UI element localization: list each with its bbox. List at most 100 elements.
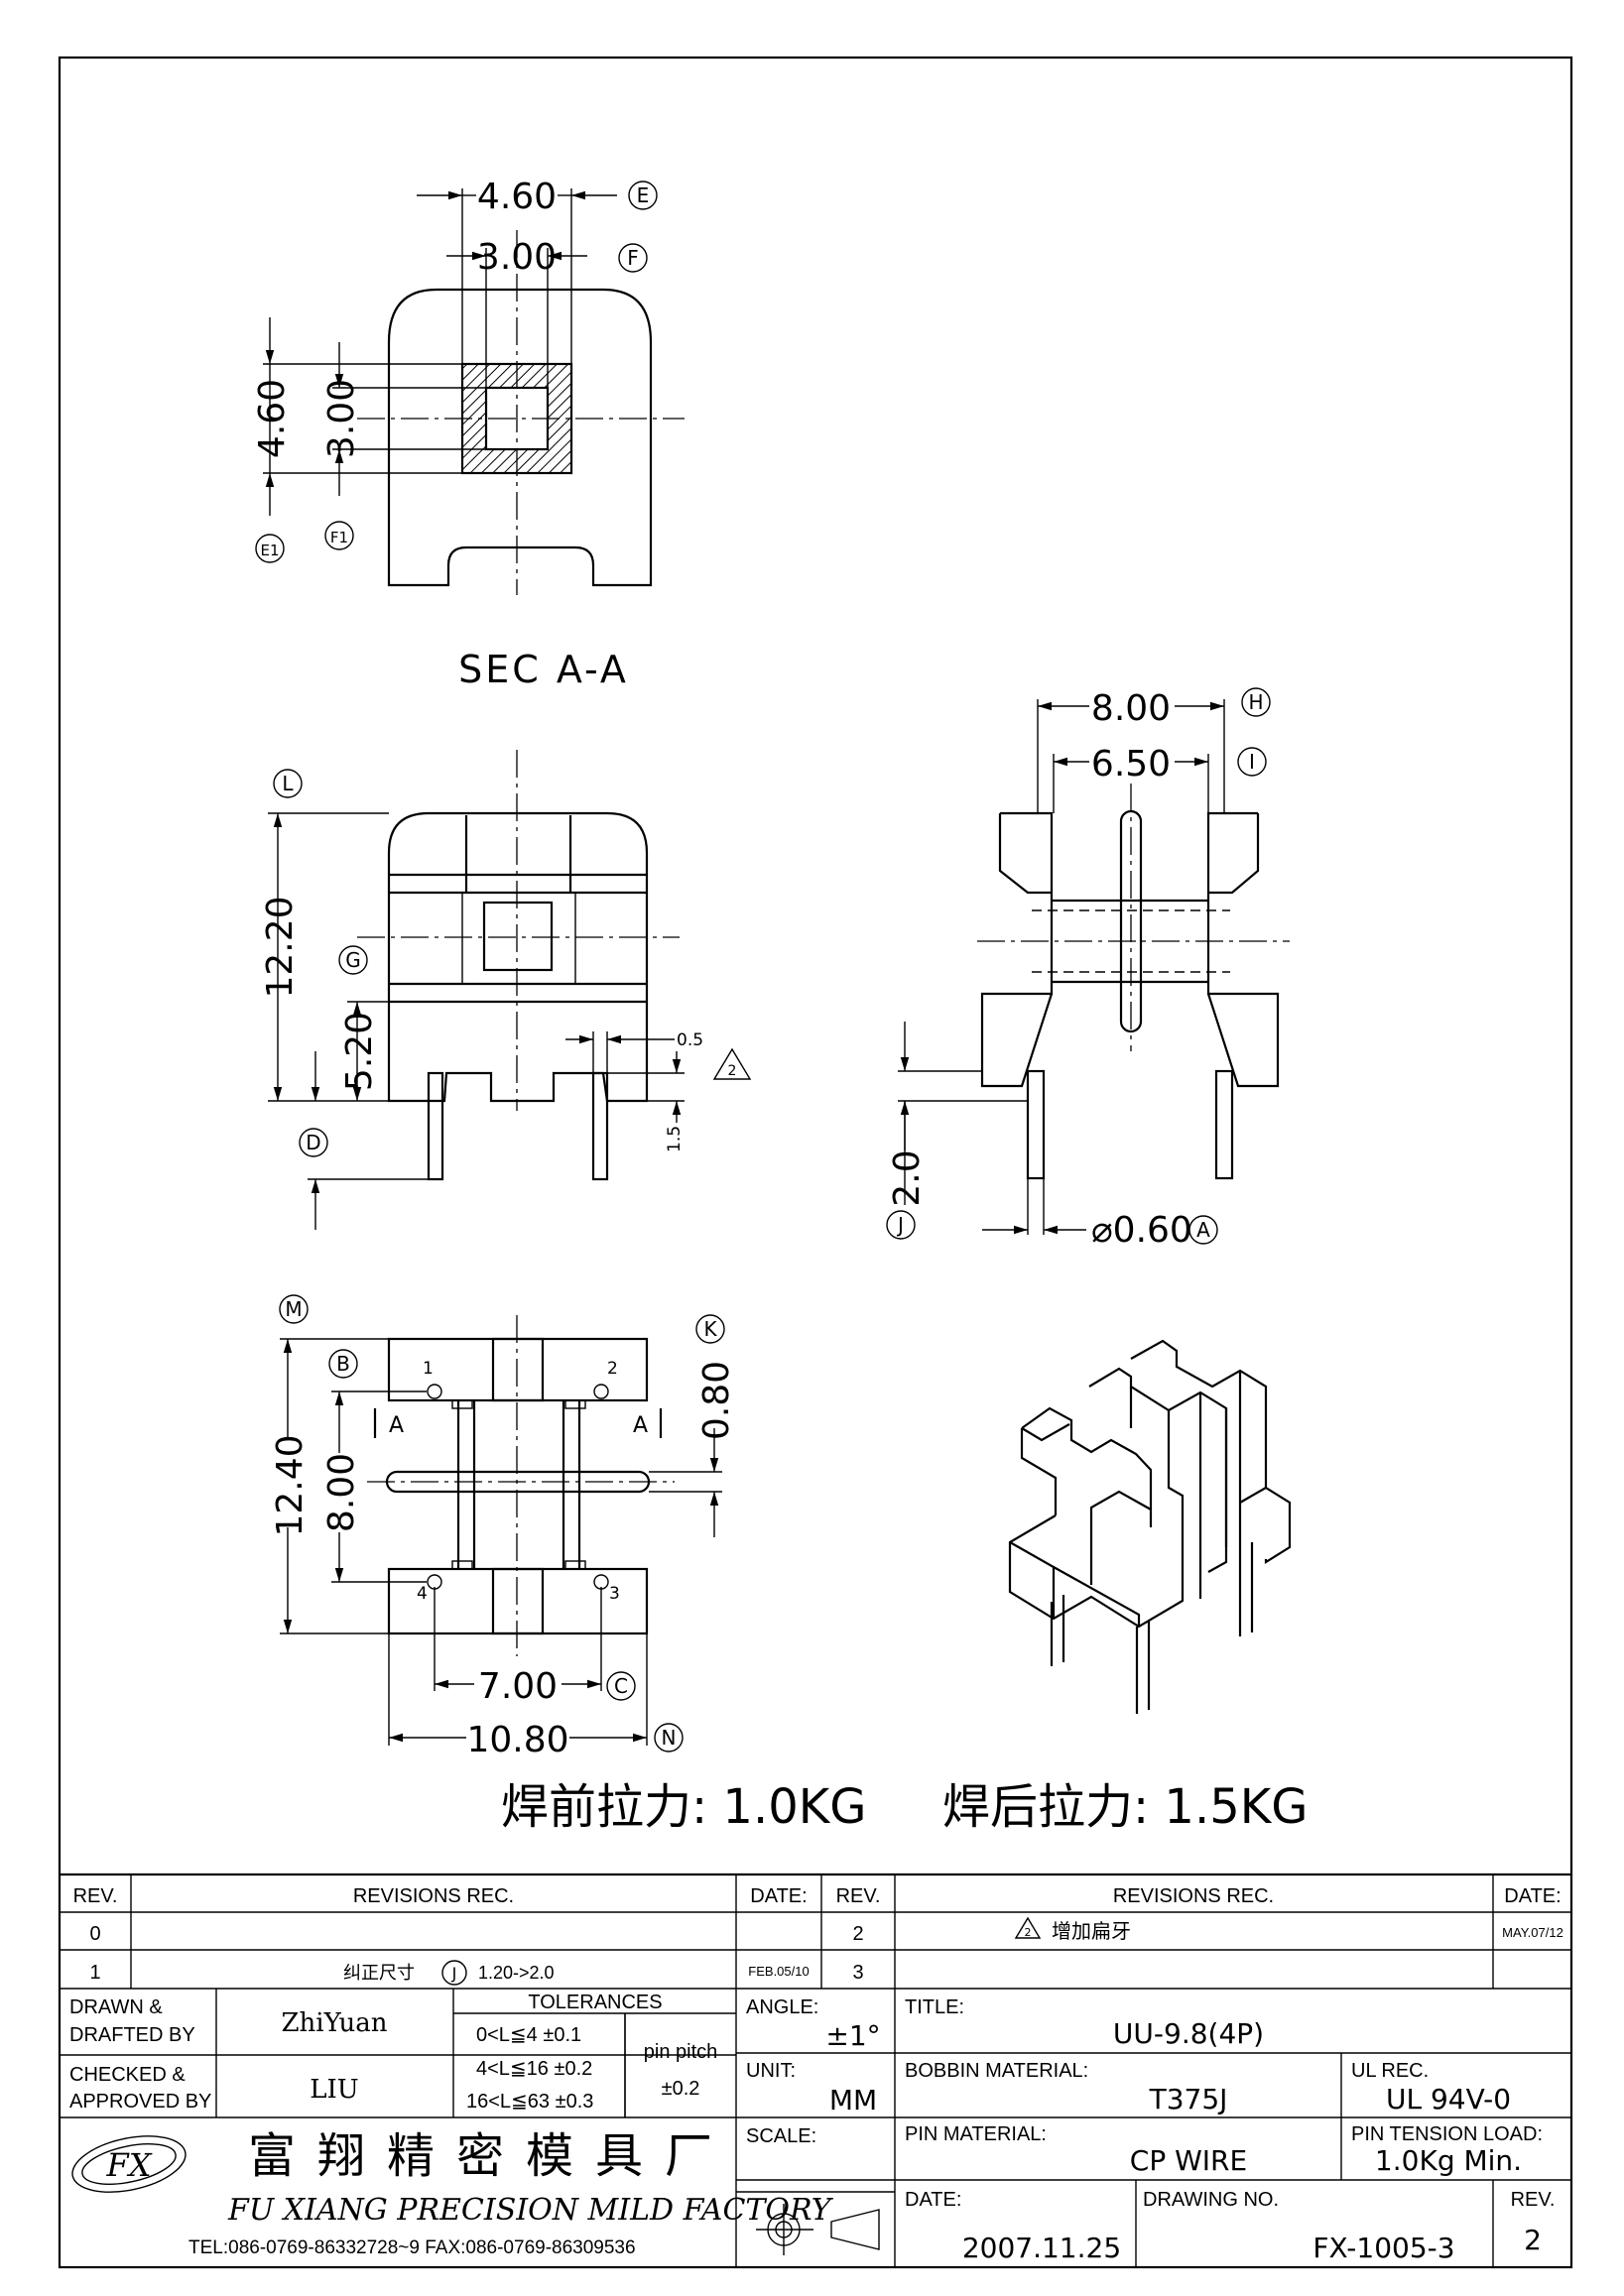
tag-f1: F1 [330, 529, 348, 546]
pin-pitch-value: ±0.2 [662, 2078, 700, 2100]
revision-1-prefix: 纠正尺寸 [343, 1963, 415, 1983]
rev-label: REV. [1511, 2189, 1556, 2211]
tag-k: K [703, 1317, 717, 1341]
company-logo: FX [71, 2135, 187, 2193]
bottom-pin-row-spacing: 8.00 [321, 1453, 362, 1532]
bottom-overall-length: 12.40 [270, 1434, 311, 1536]
front-pin-flat-length: 1.5 [665, 1126, 685, 1152]
angle-label: ANGLE: [746, 1996, 818, 2018]
front-base-height: 5.20 [339, 1012, 380, 1091]
scale-label: SCALE: [746, 2125, 816, 2147]
section-a-a-view: 4.60 E 3.00 F 4.60 3.00 E1 F1 SEC A-A [252, 177, 685, 691]
revision-1-tag: J [451, 1964, 457, 1983]
tag-c: C [614, 1674, 628, 1698]
checked-by: LIU [310, 2075, 358, 2105]
section-caption: SEC A-A [458, 648, 629, 691]
sec-width-outer: 4.60 [477, 177, 557, 217]
tag-h: H [1248, 690, 1263, 714]
company-name-chinese: 富翔精密模具厂 [248, 2128, 734, 2184]
tolerance-row-3: 16<L≦63 ±0.3 [466, 2091, 593, 2113]
projection-symbol-icon [756, 2204, 880, 2255]
tag-e1: E1 [260, 542, 279, 559]
revision-1-date: FEB.05/10 [748, 1964, 809, 1979]
title-block: REV. REVISIONS REC. DATE: REV. REVISIONS… [60, 1873, 1571, 2267]
unit-label: UNIT: [746, 2060, 796, 2082]
tag-e: E [637, 183, 650, 207]
side-pin-length: 2.0 [887, 1149, 928, 1206]
revision-2-text: 增加扁牙 [1052, 1920, 1131, 1943]
pin-material-value: CP WIRE [1130, 2144, 1247, 2177]
tolerance-row-1: 0<L≦4 ±0.1 [476, 2024, 581, 2046]
section-mark-right: A [633, 1413, 648, 1438]
tag-i: I [1249, 750, 1255, 774]
tag-m: M [285, 1297, 302, 1321]
pull-force-after: 焊后拉力: 1.5KG [942, 1779, 1308, 1835]
revision-3-number: 3 [852, 1962, 863, 1984]
rev-value: 2 [1524, 2224, 1542, 2256]
drawing-no-value: FX-1005-3 [1312, 2232, 1454, 2264]
section-mark-left: A [389, 1413, 404, 1438]
checked-label-line1: CHECKED & [69, 2064, 186, 2086]
tag-b: B [336, 1352, 350, 1376]
ul-rec-label: UL REC. [1351, 2060, 1429, 2082]
bottom-flange-thickness: 0.80 [696, 1361, 737, 1440]
front-rev-marker: 2 [728, 1063, 737, 1079]
side-core-width: 6.50 [1091, 744, 1171, 785]
bottom-overall-width: 10.80 [466, 1720, 568, 1760]
bobbin-material-value: T375J [1149, 2083, 1228, 2115]
side-view: 8.00 H 6.50 I 2.0 J ⌀0.60 A [886, 686, 1290, 1251]
title-value: UU-9.8(4P) [1113, 2017, 1264, 2050]
tag-f: F [627, 246, 639, 270]
revision-2-date: MAY.07/12 [1502, 1925, 1563, 1940]
revisions-header-left: REVISIONS REC. [353, 1885, 514, 1907]
company-contact: TEL:086-0769-86332728~9 FAX:086-0769-863… [188, 2237, 636, 2258]
tag-a: A [1196, 1218, 1210, 1242]
angle-value: ±1° [825, 2019, 880, 2052]
pull-force-before: 焊前拉力: 1.0KG [501, 1779, 866, 1835]
drawn-by: ZhiYuan [281, 2008, 387, 2038]
revision-1-number: 1 [89, 1962, 100, 1984]
tag-n: N [662, 1726, 677, 1750]
rev-header-right: REV. [836, 1885, 881, 1907]
bottom-view: 1 2 3 4 A A 12.40 M 8.00 B 0.80 K [270, 1294, 737, 1760]
pin-pitch-label: pin pitch [644, 2041, 718, 2063]
front-pin-flat-thickness: 0.5 [677, 1030, 703, 1050]
date-value: 2007.11.25 [962, 2232, 1121, 2264]
pin-number-2: 2 [607, 1359, 618, 1379]
front-height: 12.20 [260, 896, 301, 998]
revisions-header-right: REVISIONS REC. [1113, 1885, 1274, 1907]
tolerances-title: TOLERANCES [528, 1992, 662, 2013]
date-label: DATE: [905, 2189, 961, 2211]
sec-height-inner: 3.00 [321, 379, 362, 458]
tag-d: D [306, 1131, 320, 1154]
rev-header-left: REV. [73, 1885, 118, 1907]
checked-label-line2: APPROVED BY [69, 2091, 211, 2113]
isometric-view [1008, 1339, 1292, 1714]
ul-rec-value: UL 94V-0 [1386, 2083, 1511, 2115]
tag-j: J [896, 1213, 904, 1237]
revision-2-marker: 2 [1025, 1926, 1032, 1939]
revision-0-number: 0 [89, 1923, 100, 1945]
drawn-label-line1: DRAWN & [69, 1996, 163, 2018]
drawn-label-line2: DRAFTED BY [69, 2024, 195, 2046]
pin-material-label: PIN MATERIAL: [905, 2123, 1047, 2145]
date-header-left: DATE: [750, 1885, 807, 1907]
side-pin-diameter: ⌀0.60 [1091, 1210, 1192, 1251]
tolerance-row-2: 4<L≦16 ±0.2 [476, 2058, 592, 2080]
pin-number-4: 4 [417, 1584, 428, 1604]
bottom-pin-spacing: 7.00 [478, 1666, 558, 1707]
tag-g: G [345, 948, 361, 972]
title-label: TITLE: [905, 1996, 964, 2018]
sec-width-inner: 3.00 [477, 237, 557, 278]
unit-value: MM [829, 2084, 877, 2116]
logo-text: FX [106, 2146, 153, 2184]
side-flange-width: 8.00 [1091, 688, 1171, 729]
bobbin-material-label: BOBBIN MATERIAL: [905, 2060, 1088, 2082]
revision-1-text: 1.20->2.0 [478, 1963, 555, 1983]
pin-tension-value: 1.0Kg Min. [1375, 2144, 1522, 2177]
front-view: 12.20 L 5.20 G D 0.5 1.5 2 [260, 750, 752, 1230]
company-name-english: FU XIANG PRECISION MILD FACTORY [227, 2193, 834, 2228]
sec-height-outer: 4.60 [252, 379, 293, 458]
date-header-right: DATE: [1504, 1885, 1561, 1907]
